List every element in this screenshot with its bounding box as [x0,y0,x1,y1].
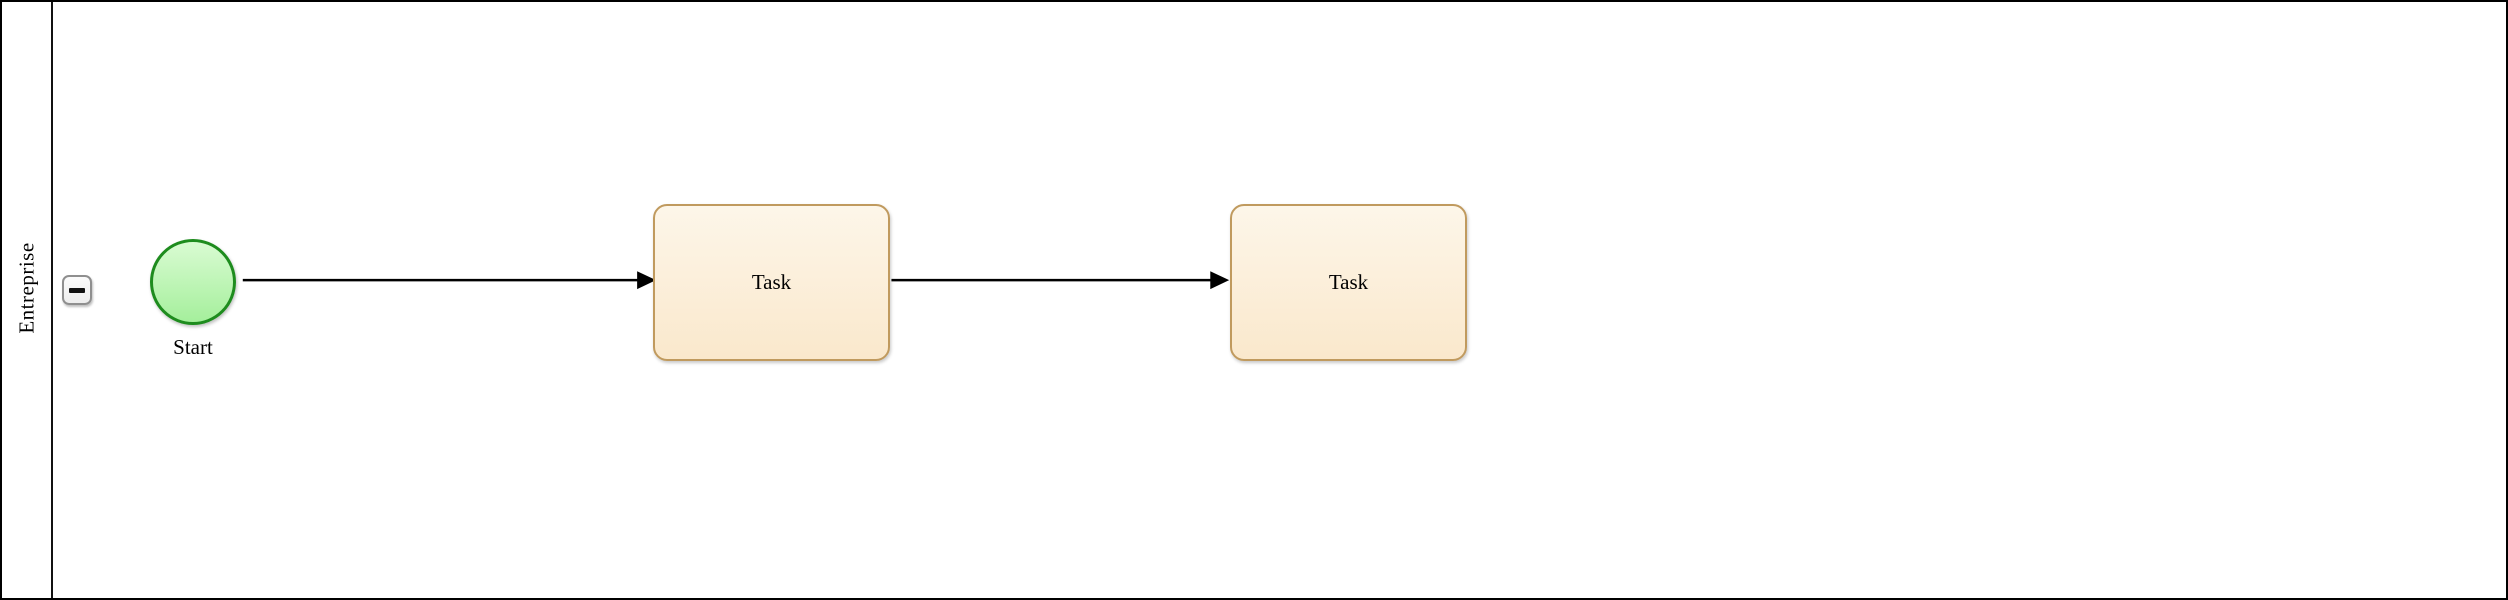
pool-lane-header: Entreprise [2,2,53,598]
arrowhead-icon [1210,271,1230,290]
pool-collapse-button[interactable] [62,275,92,305]
task-2-label: Task [1328,270,1369,294]
arrowhead-icon [637,271,657,290]
start-event-label: Start [173,335,213,359]
task-node-2[interactable]: Task [1230,204,1467,361]
sequence-flow-task1-to-task2[interactable] [891,271,1230,290]
sequence-flow-start-to-task1[interactable] [242,271,657,290]
minus-icon [69,287,85,293]
task-1-label: Task [751,270,792,294]
start-event-node[interactable] [150,239,236,325]
task-node-1[interactable]: Task [653,204,890,361]
